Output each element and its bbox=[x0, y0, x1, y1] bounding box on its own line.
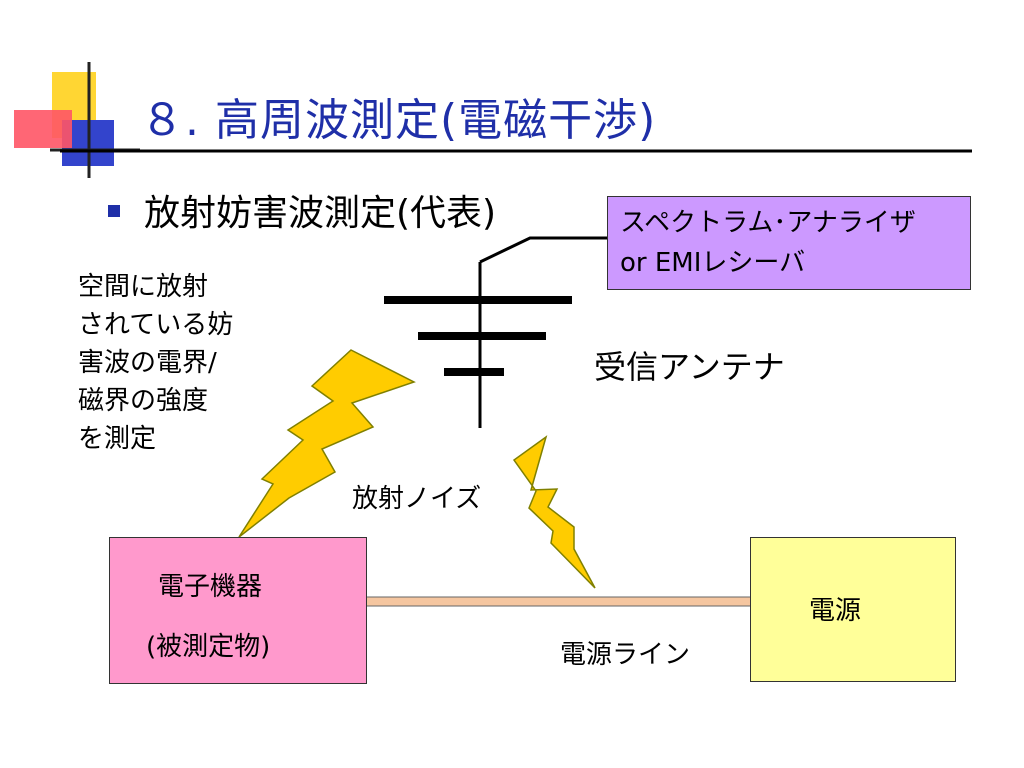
device-label: 電子機器 bbox=[158, 572, 263, 602]
bullet-icon bbox=[108, 205, 120, 217]
note-line: 磁界の強度 bbox=[78, 386, 209, 416]
power-box: 電源 bbox=[750, 537, 956, 682]
power-line-label: 電源ライン bbox=[560, 640, 691, 670]
page-title: ８. 高周波測定(電磁干渉) bbox=[140, 95, 657, 146]
power-line bbox=[365, 596, 752, 607]
antenna-cable bbox=[479, 236, 607, 264]
noise-label: 放射ノイズ bbox=[352, 484, 482, 514]
analyzer-line1: スペクトラム･アナライザ bbox=[620, 208, 916, 238]
analyzer-box: スペクトラム･アナライザ or EMIレシーバ bbox=[607, 196, 971, 290]
device-box: 電子機器 (被測定物) bbox=[109, 537, 367, 684]
note-line: を測定 bbox=[78, 424, 157, 454]
side-note: 空間に放射 されている妨 害波の電界/ 磁界の強度 を測定 bbox=[78, 268, 233, 458]
note-line: 空間に放射 bbox=[78, 272, 209, 302]
antenna-label: 受信アンテナ bbox=[594, 348, 785, 386]
note-line: 害波の電界/ bbox=[78, 348, 217, 378]
analyzer-line2: or EMIレシーバ bbox=[620, 248, 806, 278]
note-line: されている妨 bbox=[78, 310, 234, 340]
bullet-text: 放射妨害波測定(代表) bbox=[144, 193, 497, 234]
device-sublabel: (被測定物) bbox=[146, 632, 271, 662]
power-label: 電源 bbox=[809, 596, 862, 626]
antenna-icon bbox=[384, 236, 607, 428]
corner-logo-icon bbox=[14, 62, 140, 178]
conducted-noise-bolt-icon bbox=[512, 435, 596, 589]
